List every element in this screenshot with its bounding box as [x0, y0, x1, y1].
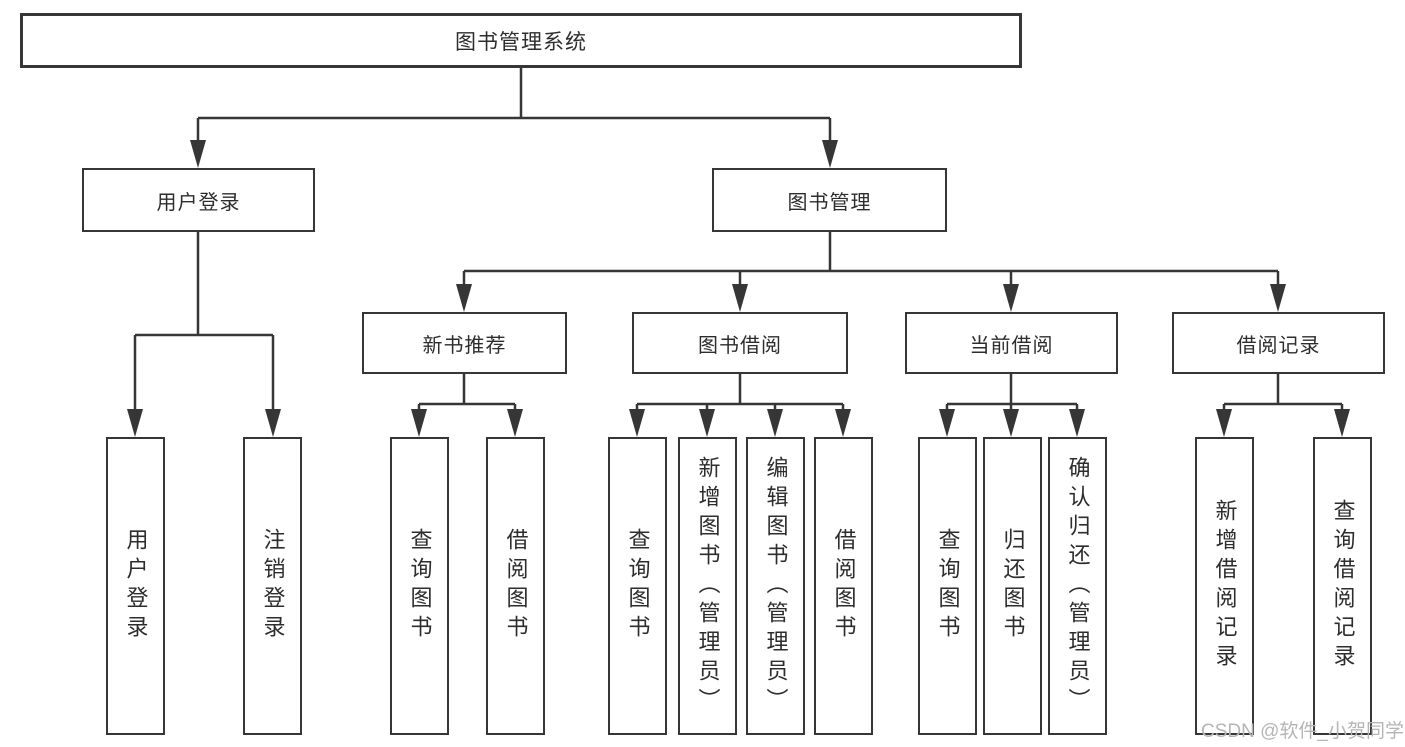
node-label: 编辑图书（管理员） [763, 455, 789, 717]
node-label: 借阅图书 [503, 528, 529, 644]
node-label: 注销登录 [260, 528, 286, 644]
leaf-logout: 注销登录 [243, 437, 302, 735]
node-label: 查询图书 [935, 528, 961, 644]
node-label: 借阅图书 [831, 528, 857, 644]
node-label: 新增图书（管理员） [695, 455, 721, 717]
leaf-user-login: 用户登录 [106, 437, 165, 735]
node-book-borrowing: 图书借阅 [632, 312, 848, 374]
leaf-query-books-current: 查询图书 [918, 437, 977, 735]
node-label: 图书借阅 [698, 334, 782, 357]
node-label: 归还图书 [1000, 528, 1026, 644]
node-book-management: 图书管理 [712, 168, 947, 232]
leaf-query-books-recommend: 查询图书 [390, 437, 449, 735]
arrowheads [127, 140, 1350, 437]
leaf-add-books-admin: 新增图书（管理员） [678, 437, 737, 735]
node-current-borrowing: 当前借阅 [905, 312, 1118, 374]
node-label: 新书推荐 [422, 334, 507, 357]
node-label: 用户登录 [156, 191, 241, 214]
node-label: 图书管理 [787, 191, 872, 214]
node-label: 确认归还（管理员） [1065, 455, 1091, 717]
leaf-borrow-books: 借阅图书 [814, 437, 873, 735]
node-label: 借阅记录 [1236, 334, 1321, 357]
node-label: 查询图书 [407, 528, 433, 644]
node-label: 当前借阅 [969, 334, 1054, 357]
node-label: 查询图书 [625, 528, 651, 644]
node-new-book-recommendation: 新书推荐 [362, 312, 567, 374]
node-label: 用户登录 [123, 528, 149, 644]
node-label: 新增借阅记录 [1212, 499, 1238, 673]
leaf-query-borrow-record: 查询借阅记录 [1313, 437, 1372, 735]
leaf-confirm-return-admin: 确认归还（管理员） [1048, 437, 1107, 735]
node-library-management-system: 图书管理系统 [20, 13, 1022, 68]
leaf-edit-books-admin: 编辑图书（管理员） [746, 437, 805, 735]
node-user-login: 用户登录 [82, 168, 315, 232]
node-borrowing-records: 借阅记录 [1172, 312, 1385, 374]
leaf-borrow-books-recommend: 借阅图书 [486, 437, 545, 735]
node-label: 图书管理系统 [455, 30, 587, 54]
leaf-add-borrow-record: 新增借阅记录 [1195, 437, 1254, 735]
node-label: 查询借阅记录 [1330, 499, 1356, 673]
leaf-query-books: 查询图书 [608, 437, 667, 735]
leaf-return-books: 归还图书 [983, 437, 1042, 735]
watermark: CSDN @软件_小贺同学 [1201, 721, 1404, 742]
